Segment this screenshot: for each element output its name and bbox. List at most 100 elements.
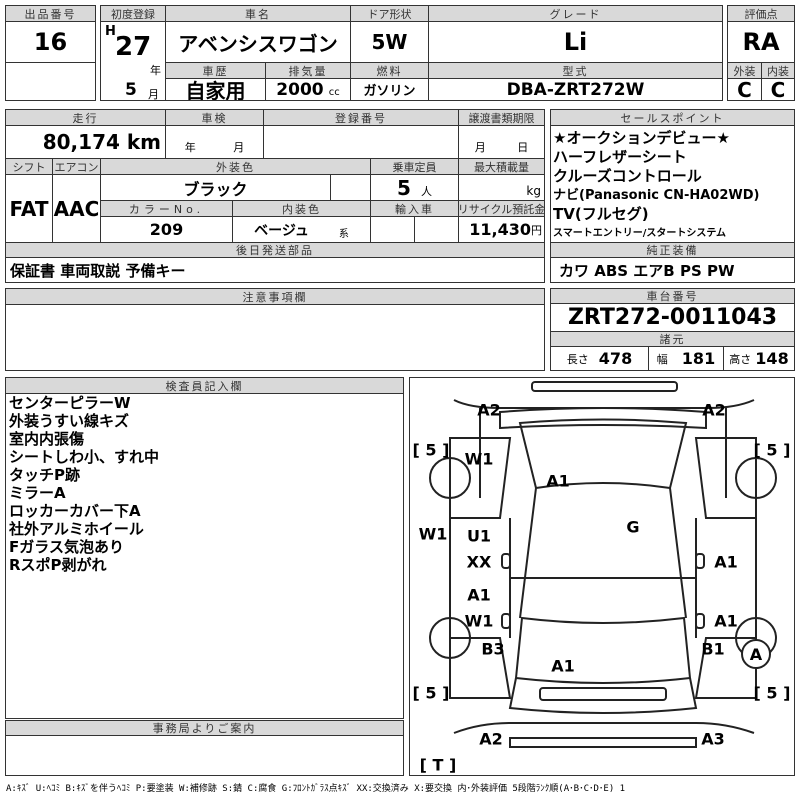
- shift-header: シフト: [5, 158, 53, 175]
- inspector-note: ミラーA: [9, 484, 66, 502]
- length-label: 長さ: [566, 352, 589, 366]
- length: 478: [598, 349, 633, 368]
- score-header: 評価点: [727, 5, 795, 22]
- office-body: [5, 735, 404, 776]
- inspection-cell: 年月: [165, 125, 264, 159]
- displacement: 2000: [276, 79, 324, 100]
- sales-points-header: セールスポイント: [550, 109, 795, 126]
- damage-mark: W1: [418, 524, 448, 544]
- chassis-number: ZRT272-0011043: [550, 303, 795, 332]
- reg-year: 27: [115, 32, 152, 62]
- notes-header: 注意事項欄: [5, 288, 545, 305]
- import-cell-1: [370, 216, 415, 243]
- recycle-fee: 11,430: [469, 220, 531, 239]
- office-header: 事務局よりご案内: [5, 720, 404, 736]
- inspector-note: 室内内張傷: [9, 430, 85, 448]
- damage-mark: [ 5 ]: [753, 440, 791, 460]
- equipment-header: 純正装備: [550, 242, 795, 258]
- damage-mark: A1: [714, 611, 738, 631]
- model-header: 型式: [428, 62, 723, 79]
- import-header: 輸入車: [370, 200, 459, 217]
- capacity-cell: 5 人: [370, 174, 459, 201]
- interior-color-suffix: 系: [338, 229, 349, 240]
- damage-mark: [ T ]: [419, 755, 457, 775]
- damage-mark: W1: [464, 449, 494, 469]
- car-name: アベンシスワゴン: [165, 21, 351, 63]
- width-cell: 幅 181: [648, 346, 724, 371]
- mileage: 80,174 km: [5, 125, 166, 159]
- door-type: 5W: [350, 21, 429, 63]
- color-no: 209: [100, 216, 233, 243]
- history-header: 車歴: [165, 62, 266, 79]
- damage-mark: [ 5 ]: [412, 440, 450, 460]
- transfer-cell: 月日: [458, 125, 545, 159]
- damage-mark: [ 5 ]: [753, 683, 791, 703]
- lot-no-header: 出品番号: [5, 5, 96, 22]
- later-parts-header: 後日発送部品: [5, 242, 545, 258]
- reg-month: 5: [125, 80, 137, 100]
- sales-points-list: ★オークションデビュー★ ハーフレザーシート クルーズコントロール ナビ(Pan…: [550, 125, 795, 243]
- history: 自家用: [165, 78, 266, 101]
- inspection-year-unit: 年: [184, 141, 196, 154]
- reg-no: [263, 125, 459, 159]
- later-parts: 保証書 車両取説 予備キー: [5, 257, 545, 283]
- spec-header: 諸元: [550, 331, 795, 347]
- interior-color-cell: ベージュ 系: [232, 216, 371, 243]
- model-code: DBA-ZRT272W: [428, 78, 723, 101]
- transfer-header: 譲渡書類期限: [458, 109, 545, 126]
- legend: A:ｷｽﾞ U:ﾍｺﾐ B:ｷｽﾞを伴うﾍｺﾐ P:要塗装 W:補修跡 S:錆 …: [6, 784, 626, 794]
- sales-point: スマートエントリー/スタートシステム: [553, 228, 727, 239]
- car-name-header: 車名: [165, 5, 351, 22]
- sales-point: ★オークションデビュー★: [553, 129, 730, 147]
- displacement-header: 排気量: [265, 62, 351, 79]
- height: 148: [755, 349, 789, 368]
- damage-mark: [ 5 ]: [412, 683, 450, 703]
- color-blank: [330, 174, 371, 201]
- interior-header: 内装: [761, 62, 795, 79]
- capacity: 5: [396, 175, 411, 200]
- damage-mark: B1: [701, 639, 725, 659]
- chassis-header: 車台番号: [550, 288, 795, 304]
- damage-mark: A1: [467, 585, 491, 605]
- recycle-header: リサイクル預託金: [458, 200, 545, 217]
- interior-color: ベージュ: [254, 222, 309, 239]
- era: H: [105, 24, 116, 39]
- damage-mark: G: [626, 517, 640, 537]
- equipment: カワ ABS エアB PS PW: [550, 257, 795, 283]
- damage-mark: A2: [702, 400, 726, 420]
- inspector-notes: センターピラーW 外装うすい線キズ 室内内張傷 シートしわ小、すれ中 タッチP跡…: [5, 393, 404, 719]
- grade: Li: [428, 21, 723, 63]
- lot-no: 16: [5, 21, 96, 63]
- import-cell-2: [414, 216, 459, 243]
- sales-point: クルーズコントロール: [553, 167, 702, 185]
- damage-mark: A1: [714, 552, 738, 572]
- sales-point: ナビ(Panasonic CN-HA02WD): [553, 188, 760, 203]
- width: 181: [681, 349, 716, 368]
- damage-mark: U1: [466, 526, 492, 546]
- inspector-note: Fガラス気泡あり: [9, 538, 124, 556]
- reg-no-header: 登録番号: [263, 109, 459, 126]
- height-label: 高さ: [729, 352, 752, 366]
- interior-color-header: 内装色: [232, 200, 371, 217]
- fuel: ガソリン: [350, 78, 429, 101]
- notes-body: [5, 304, 545, 371]
- sales-point: TV(フルセグ): [553, 205, 649, 223]
- lot-no-blank: [5, 62, 96, 101]
- transfer-month-unit: 月: [474, 141, 486, 154]
- inspection-month-unit: 月: [233, 141, 245, 154]
- damage-mark: XX: [466, 552, 492, 572]
- exterior-color: ブラック: [100, 174, 331, 201]
- year-unit: 年: [150, 64, 161, 77]
- car-diagram: A2 A2 [ 5 ] [ 5 ] W1 A1 G W1 U1 XX A1 A1…: [409, 377, 795, 776]
- load-unit: kg: [458, 174, 545, 201]
- inspector-note: 社外アルミホイール: [9, 520, 144, 538]
- inspector-note: シートしわ小、すれ中: [9, 448, 160, 466]
- door-header: ドア形状: [350, 5, 429, 22]
- score: RA: [727, 21, 795, 63]
- mileage-header: 走行: [5, 109, 166, 126]
- fuel-header: 燃料: [350, 62, 429, 79]
- damage-mark: A1: [551, 656, 575, 676]
- width-label: 幅: [656, 352, 668, 366]
- damage-mark: A2: [479, 729, 503, 749]
